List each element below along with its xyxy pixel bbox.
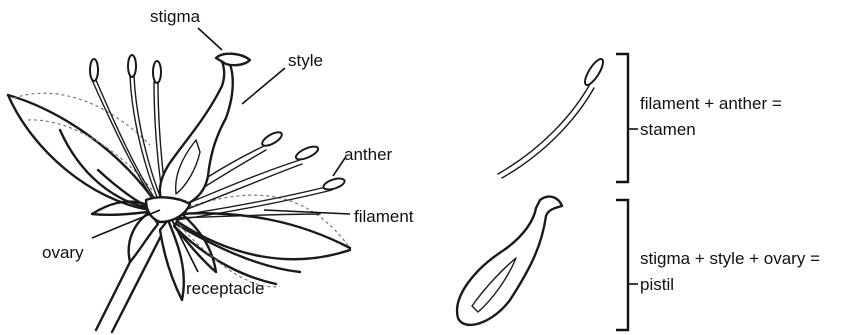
pistil-equation-line1: stigma + style + ovary =	[640, 249, 820, 268]
label-anther: anther	[344, 145, 393, 164]
pistil-illustration	[457, 197, 562, 325]
stamen-illustration	[498, 57, 606, 178]
stigma-leader-line	[198, 28, 222, 50]
label-style: style	[288, 51, 323, 70]
pistil-bracket	[616, 200, 628, 330]
stamen-bracket	[616, 54, 628, 182]
flower-petals-left	[8, 93, 158, 210]
flower-illustration	[8, 54, 350, 332]
stamens-left	[90, 55, 167, 206]
pistil-equation-line2: pistil	[640, 275, 674, 294]
style-leader-line	[242, 68, 285, 104]
label-stigma: stigma	[150, 7, 201, 26]
stamen-equation-line2: stamen	[640, 120, 696, 139]
label-receptacle: receptacle	[186, 279, 264, 298]
label-ovary: ovary	[42, 243, 84, 262]
stamen-equation-line1: filament + anther =	[640, 94, 782, 113]
label-filament: filament	[354, 207, 414, 226]
